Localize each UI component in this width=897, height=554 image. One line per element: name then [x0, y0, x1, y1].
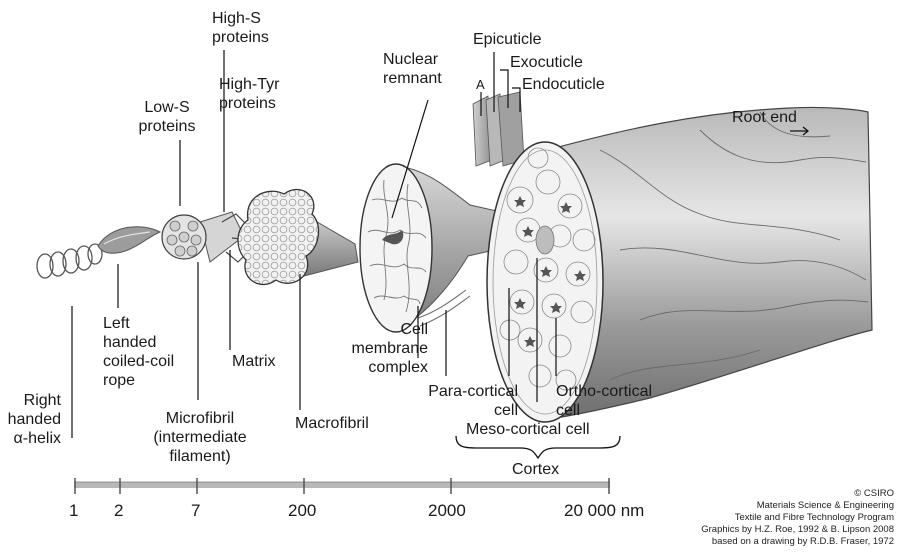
credit-line: © CSIRO [701, 488, 894, 500]
label-microfibril-line3: filament) [142, 447, 258, 466]
credit-line: Textile and Fibre Technology Program [701, 512, 894, 524]
label-high-s-proteins: High-S proteins [212, 9, 284, 47]
coiled-coil-rope-shape [98, 227, 160, 254]
credit-text: © CSIRO Materials Science & Engineering … [701, 488, 894, 548]
scale-tick-label: 2 [114, 501, 123, 521]
label-exocuticle: Exocuticle [510, 53, 583, 72]
label-microfibril-line2: (intermediate [142, 428, 258, 447]
label-para-line1: Para-cortical [414, 382, 518, 401]
label-right-line2: handed [5, 410, 61, 429]
credit-line: based on a drawing by R.D.B. Fraser, 197… [701, 536, 894, 548]
label-high-s-line2: proteins [212, 28, 284, 47]
label-cell-line1: Cell [344, 320, 428, 339]
label-a: A [476, 75, 485, 94]
label-matrix: Matrix [232, 352, 276, 371]
label-left-line2: handed [103, 333, 174, 352]
label-high-s-line1: High-S [212, 9, 284, 28]
label-nuclear-remnant: Nuclear remnant [383, 50, 442, 88]
label-high-tyr-proteins: High-Tyr proteins [219, 75, 279, 113]
scale-bar [74, 478, 610, 494]
label-low-s-line1: Low-S [127, 98, 207, 117]
label-meso-cortical-cell: Meso-cortical cell [466, 420, 590, 439]
label-root-end: Root end [732, 108, 797, 127]
microfibril-shape [162, 212, 244, 262]
scale-tick-label: 20 000 nm [564, 501, 644, 521]
credit-line: Graphics by H.Z. Roe, 1992 & B. Lipson 2… [701, 524, 894, 536]
label-left-handed-coiled-coil-rope: Left handed coiled-coil rope [103, 314, 174, 390]
label-high-tyr-line1: High-Tyr [219, 75, 279, 94]
label-para-line2: cell [414, 401, 518, 420]
macrofibril-shape [238, 190, 358, 285]
label-endocuticle: Endocuticle [522, 75, 605, 94]
label-ortho-cortical-cell: Ortho-cortical cell [556, 382, 652, 420]
label-left-line3: coiled-coil [103, 352, 174, 371]
label-right-line3: α-helix [5, 429, 61, 448]
label-cortex: Cortex [512, 460, 559, 479]
label-left-line4: rope [103, 371, 174, 390]
cortex-brace [456, 436, 620, 458]
alpha-helix-shape [37, 244, 102, 278]
label-cell-line2: membrane [344, 339, 428, 358]
label-nuclear-line2: remnant [383, 69, 442, 88]
label-right-line1: Right [5, 391, 61, 410]
fibre-body-shape [487, 107, 872, 422]
label-right-handed-alpha-helix: Right handed α-helix [5, 391, 61, 448]
label-ortho-line2: cell [556, 401, 652, 420]
label-microfibril-line1: Microfibril [142, 409, 258, 428]
label-microfibril: Microfibril (intermediate filament) [142, 409, 258, 466]
scale-tick-label: 200 [288, 501, 316, 521]
label-macrofibril: Macrofibril [295, 414, 369, 433]
scale-tick-label: 7 [191, 501, 200, 521]
label-low-s-line2: proteins [127, 117, 207, 136]
label-epicuticle: Epicuticle [473, 30, 541, 49]
label-para-cortical-cell: Para-cortical cell [414, 382, 518, 420]
label-left-line1: Left [103, 314, 174, 333]
label-cell-line3: complex [344, 358, 428, 377]
scale-tick-label: 1 [69, 501, 78, 521]
label-low-s-proteins: Low-S proteins [127, 98, 207, 136]
credit-line: Materials Science & Engineering [701, 500, 894, 512]
label-nuclear-line1: Nuclear [383, 50, 442, 69]
label-cell-membrane-complex: Cell membrane complex [344, 320, 428, 377]
label-ortho-line1: Ortho-cortical [556, 382, 652, 401]
scale-tick-label: 2000 [428, 501, 466, 521]
label-high-tyr-line2: proteins [219, 94, 279, 113]
